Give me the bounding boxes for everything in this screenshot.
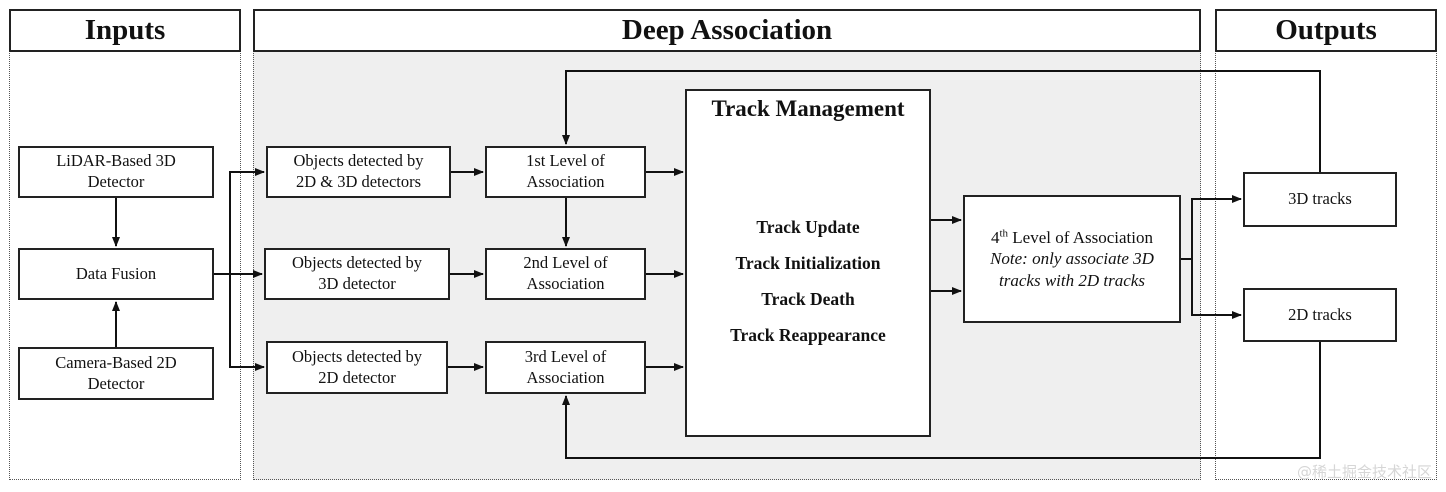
- objects-3d-line-2: 3D detector: [318, 274, 396, 293]
- tracks-2d-box: 2D tracks: [1243, 288, 1397, 342]
- lidar-detector-box: LiDAR-Based 3D Detector: [18, 146, 214, 198]
- deep-association-header: Deep Association: [253, 9, 1201, 52]
- track-update-item: Track Update: [756, 217, 860, 237]
- fourth-level-number: 4: [990, 228, 1000, 248]
- data-fusion-box: Data Fusion: [18, 248, 214, 300]
- fusion-to-objects-both-arrow: [214, 168, 265, 275]
- objects-2d-line-2: 2D detector: [318, 367, 396, 387]
- fourth-to-3d-tracks-arrow: [1181, 195, 1242, 260]
- data-fusion-label: Data Fusion: [75, 263, 157, 283]
- 2d-tracks-feedback-arrow: [562, 342, 1321, 459]
- first-level-line-2: Association: [526, 172, 605, 191]
- objects-2d-3d-box: Objects detected by 2D & 3D detectors: [266, 146, 451, 198]
- third-level-line-2: Association: [526, 367, 605, 387]
- inputs-header: Inputs: [9, 9, 241, 52]
- third-level-line-1: 3rd Level of: [524, 346, 607, 366]
- track-initialization-item: Track Initialization: [735, 253, 881, 273]
- first-level-line-1: 1st Level of: [526, 151, 605, 171]
- objects-3d-box: Objects detected by 3D detector: [264, 248, 450, 300]
- third-level-box: 3rd Level of Association: [485, 341, 646, 394]
- objects-3d-line-1: Objects detected by: [291, 253, 423, 273]
- fourth-level-suffix: th: [999, 227, 1009, 240]
- tracks-3d-label: 3D tracks: [1288, 189, 1352, 209]
- fourth-level-note-1: Note: only associate 3D: [990, 249, 1154, 269]
- lidar-detector-line-2: Detector: [87, 172, 145, 191]
- fourth-to-2d-tracks-arrow: [1191, 259, 1242, 319]
- first-level-box: 1st Level of Association: [485, 146, 646, 198]
- fourth-level-box: 4th Level of Association Note: only asso…: [963, 195, 1181, 323]
- second-level-box: 2nd Level of Association: [485, 248, 646, 300]
- outputs-header: Outputs: [1215, 9, 1437, 52]
- watermark: @稀土掘金技术社区: [1296, 463, 1432, 481]
- objects-2d-3d-line-2: 2D & 3D detectors: [295, 172, 422, 191]
- camera-detector-box: Camera-Based 2D Detector: [18, 347, 214, 400]
- tracks-3d-box: 3D tracks: [1243, 172, 1397, 227]
- 3d-tracks-feedback-arrow: [562, 70, 1321, 172]
- camera-detector-line-2: Detector: [87, 373, 145, 393]
- track-management-body: Track Update Track Initialization Track …: [685, 127, 931, 437]
- second-level-line-1: 2nd Level of: [523, 253, 608, 273]
- objects-2d-3d-line-1: Objects detected by: [293, 151, 424, 171]
- track-reappearance-item: Track Reappearance: [730, 325, 886, 345]
- camera-detector-line-1: Camera-Based 2D: [55, 352, 177, 372]
- fusion-to-objects-2d-arrow: [229, 274, 265, 371]
- track-death-item: Track Death: [761, 289, 855, 309]
- objects-2d-line-1: Objects detected by: [291, 346, 423, 366]
- fourth-level-text: Level of Association: [1008, 228, 1153, 248]
- fourth-level-note-2: tracks with 2D tracks: [999, 270, 1145, 290]
- lidar-detector-line-1: LiDAR-Based 3D: [56, 151, 176, 171]
- tracks-2d-label: 2D tracks: [1288, 304, 1352, 324]
- second-level-line-2: Association: [526, 274, 605, 293]
- fourth-level-title: 4th Level of Association: [991, 227, 1153, 248]
- objects-2d-box: Objects detected by 2D detector: [266, 341, 448, 394]
